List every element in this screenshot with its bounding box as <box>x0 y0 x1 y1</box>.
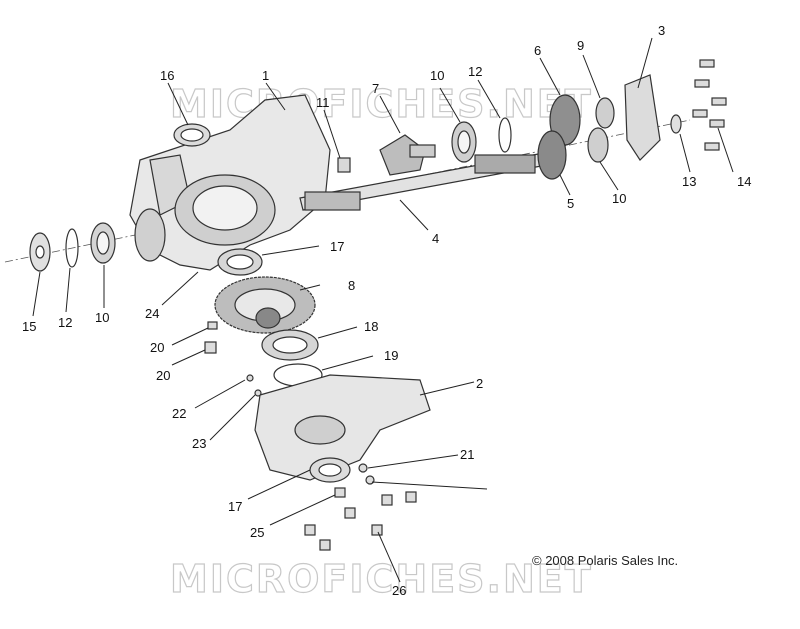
callout-16-lower: 17 <box>228 499 242 514</box>
callout-19: 20 <box>156 368 170 383</box>
seal-16-top <box>173 123 211 147</box>
callout-10-center: 10 <box>430 68 444 83</box>
callout-11: 11 <box>316 95 330 110</box>
seal-16-lower <box>309 457 351 483</box>
end-cover-3 <box>624 74 661 161</box>
snap-ring-12 <box>498 117 512 153</box>
left-shaft-stack <box>29 222 116 272</box>
output-gear-5-6 <box>474 94 581 180</box>
callout-8: 8 <box>348 278 355 293</box>
callout-9: 9 <box>577 38 584 53</box>
callout-7: 7 <box>372 81 379 96</box>
callout-17-upper: 17 <box>330 239 344 254</box>
callout-17-lower: 18 <box>364 319 378 334</box>
watermark-bottom: MICROFICHES.NET <box>170 557 593 601</box>
seal-17-lower <box>261 329 319 361</box>
callout-20-left: 20 <box>150 340 164 355</box>
bolts-14 <box>692 59 727 151</box>
callout-12-left: 12 <box>58 315 72 330</box>
callout-15: 15 <box>22 319 36 334</box>
small-fasteners <box>204 321 375 498</box>
callout-22: 23 <box>192 436 206 451</box>
callout-2: 2 <box>476 376 483 391</box>
bolts-25 <box>304 491 417 551</box>
callout-labels: 16 1 3 4 5 6 7 8 9 10 10 10 11 12 12 13 … <box>22 23 751 598</box>
shaft-axis-line <box>4 119 691 263</box>
callout-14: 14 <box>737 174 751 189</box>
watermark-top: MICROFICHES.NET <box>170 82 593 126</box>
callout-25: 26 <box>392 583 406 598</box>
callout-1: 1 <box>262 68 269 83</box>
washer-13 <box>670 114 682 134</box>
callout-12-center: 12 <box>468 64 482 79</box>
callout-5: 5 <box>567 196 574 211</box>
pinion-gear-7 <box>379 134 436 176</box>
callout-18: 19 <box>384 348 398 363</box>
upper-gearcase-housing <box>129 94 331 271</box>
bearing-10-center <box>451 121 477 163</box>
callout-6: 6 <box>534 43 541 58</box>
callout-21: 22 <box>172 406 186 421</box>
callout-13: 13 <box>682 174 696 189</box>
callout-20-right: 21 <box>460 447 474 462</box>
callout-24: 25 <box>250 525 264 540</box>
seal-17-upper <box>217 248 263 276</box>
callout-4: 4 <box>432 231 439 246</box>
callout-10-right: 10 <box>612 191 626 206</box>
ring-gear-8 <box>214 276 316 334</box>
lower-gearcase-cover-2 <box>254 374 431 481</box>
leader-lines <box>32 37 734 583</box>
callout-10-left: 10 <box>95 310 109 325</box>
copyright-text: © 2008 Polaris Sales Inc. <box>532 553 678 568</box>
callout-23: 24 <box>145 306 159 321</box>
callout-16-top: 16 <box>160 68 174 83</box>
bearing-9-and-10 <box>587 97 615 163</box>
spacer-11 <box>337 157 351 173</box>
callout-3: 3 <box>658 23 665 38</box>
